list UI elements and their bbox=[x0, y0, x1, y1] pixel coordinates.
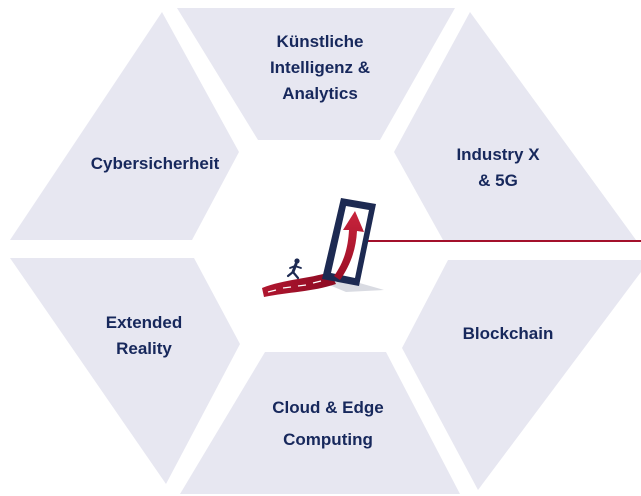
label-line: Cybersicherheit bbox=[90, 154, 220, 173]
road-dashes bbox=[267, 280, 322, 293]
segment-bottom-left bbox=[10, 258, 240, 484]
label-line: Blockchain bbox=[462, 324, 554, 343]
label-line: & 5G bbox=[478, 171, 518, 190]
rising-arrow bbox=[334, 211, 364, 280]
segment-top bbox=[177, 8, 455, 140]
label-line: Intelligenz & bbox=[269, 58, 371, 77]
label-line: Reality bbox=[116, 339, 172, 358]
segment-bottom bbox=[180, 352, 460, 494]
label-line: Extended bbox=[105, 313, 183, 332]
label-extended-reality: Extended Reality bbox=[106, 310, 183, 362]
label-line: Künstliche bbox=[276, 32, 364, 51]
label-kuenstliche-intelligenz: Künstliche Intelligenz & Analytics bbox=[270, 29, 370, 107]
label-line: Computing bbox=[283, 430, 373, 449]
label-line: Industry X bbox=[456, 145, 540, 164]
label-industry-x-5g: Industry X & 5G bbox=[456, 142, 539, 194]
segment-bottom-right bbox=[402, 260, 641, 490]
runner-figure bbox=[286, 258, 302, 280]
road-path bbox=[262, 272, 336, 297]
label-cloud-edge-computing: Cloud & Edge Computing bbox=[272, 395, 383, 453]
phone-shadow bbox=[322, 282, 384, 292]
segment-top-right bbox=[394, 12, 636, 240]
label-line: Analytics bbox=[282, 84, 358, 103]
label-cybersicherheit: Cybersicherheit bbox=[91, 151, 220, 177]
label-line: Cloud & Edge bbox=[272, 398, 384, 417]
segment-top-left bbox=[10, 12, 239, 240]
phone-with-rising-arrow-and-runner-icon bbox=[262, 198, 384, 297]
label-blockchain: Blockchain bbox=[463, 321, 554, 347]
